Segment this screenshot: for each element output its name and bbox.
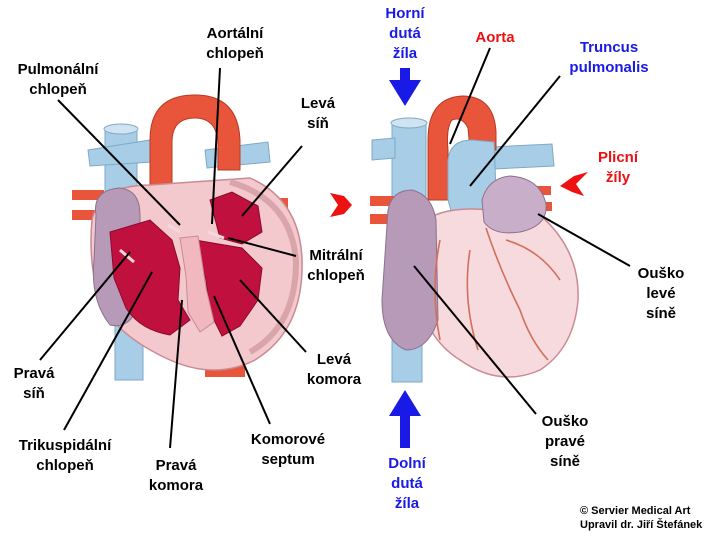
right-right-atrium — [381, 189, 439, 351]
label-aortalni-line2: chlopeň — [206, 45, 264, 62]
label-trikuspidalni-chlopen: Trikuspidální chlopeň — [4, 436, 126, 476]
label-mitralni-chlopen: Mitrální chlopeň — [296, 246, 376, 286]
leader-prava-sin — [39, 251, 131, 361]
right-pulmonary-vein-2 — [370, 214, 398, 224]
leader-aortalni — [211, 67, 221, 225]
arrow-svc-shaft — [400, 68, 410, 82]
flow-arrows — [330, 68, 588, 448]
leader-lines — [39, 47, 631, 449]
label-plicni-zily: Plicní žíly — [586, 148, 650, 188]
arrow-svc-head — [389, 80, 421, 106]
label-plicni-line1: Plicní — [597, 149, 638, 166]
label-ousko-prave-sine: Ouško pravé síně — [530, 412, 600, 472]
label-prava-sin: Pravá síň — [4, 364, 64, 404]
label-ousko-prave-line3: síně — [549, 453, 580, 470]
label-komorove-line2: septum — [261, 451, 315, 468]
leader-ousko-leve — [537, 213, 631, 267]
arrow-ivc-shaft — [400, 414, 410, 448]
leader-aorta — [449, 47, 491, 145]
label-pulmonalni-chlopen: Pulmonální chlopeň — [4, 60, 112, 100]
arrow-left-pulm-veins — [330, 193, 352, 217]
right-svc-opening — [390, 117, 428, 129]
right-ventricles-body — [419, 208, 579, 378]
label-aortalni-chlopen: Aortální chlopeň — [190, 24, 280, 64]
label-truncus-line2: pulmonalis — [569, 59, 649, 76]
label-aorta: Aorta — [475, 29, 515, 46]
label-ousko-leve-sine: Ouško levé síně — [626, 264, 696, 324]
arrow-ivc-head — [389, 390, 421, 416]
label-leva-komora-line2: komora — [306, 371, 362, 388]
label-dolni-line2: dutá — [391, 475, 423, 492]
label-leva-komora: Levá komora — [296, 350, 372, 390]
label-trikuspidalni-line1: Trikuspidální — [18, 437, 112, 454]
arrow-right-pulm-veins — [560, 172, 588, 196]
leader-trikuspidalni — [63, 271, 153, 431]
label-mitralni-line2: chlopeň — [307, 267, 365, 284]
label-mitralni-line1: Mitrální — [309, 247, 363, 264]
label-prava-komora: Pravá komora — [136, 456, 216, 496]
label-komorove-septum: Komorové septum — [238, 430, 338, 470]
label-aortalni-line1: Aortální — [206, 25, 264, 42]
label-leva-sin: Levá síň — [288, 94, 348, 134]
right-pulmonary-vein-3 — [535, 186, 551, 195]
label-plicni-line2: žíly — [605, 169, 631, 186]
left-septum — [179, 235, 215, 333]
leader-pulmonalni — [57, 99, 181, 226]
label-horni-duta-zila: Horní dutá žíla — [370, 4, 440, 64]
leader-truncus — [469, 75, 561, 187]
label-leva-komora-line1: Levá — [316, 351, 352, 368]
label-ousko-leve-line2: levé — [646, 285, 676, 302]
credit-line2: Upravil dr. Jiří Štefánek — [580, 519, 703, 531]
right-left-auricle — [481, 175, 547, 234]
label-horni-line2: dutá — [389, 25, 421, 42]
leader-leva-sin — [241, 145, 303, 217]
label-prava-komora-line2: komora — [148, 477, 204, 494]
leader-komorove — [213, 295, 271, 425]
left-pulmonary-vein-1 — [72, 190, 104, 200]
label-ousko-prave-line1: Ouško — [541, 413, 589, 430]
label-trikuspidalni-line2: chlopeň — [36, 457, 94, 474]
label-komorove-line1: Komorové — [250, 431, 326, 448]
right-pulmonary-vein-1 — [370, 196, 398, 206]
left-pericardium — [229, 179, 300, 355]
label-pulmonalni-line1: Pulmonální — [17, 61, 99, 78]
credits: © Servier Medical Art Upravil dr. Jiří Š… — [580, 504, 702, 532]
label-prava-sin-line1: Pravá — [13, 365, 55, 382]
left-svc-opening — [103, 123, 139, 135]
label-ousko-leve-line1: Ouško — [637, 265, 685, 282]
label-horni-line3: žíla — [392, 45, 418, 62]
label-dolni-line3: žíla — [394, 495, 420, 512]
label-ousko-leve-line3: síně — [645, 305, 676, 322]
leader-ousko-prave — [413, 265, 537, 415]
label-pulmonalni-line2: chlopeň — [29, 81, 87, 98]
label-horni-line1: Horní — [385, 5, 425, 22]
left-pulmonary-vein-2 — [72, 210, 104, 220]
label-prava-sin-line2: síň — [23, 385, 45, 402]
label-truncus-pulmonalis: Truncus pulmonalis — [554, 38, 664, 78]
leader-leva-komora — [239, 279, 307, 353]
label-leva-sin-line2: síň — [307, 115, 329, 132]
label-dolni-duta-zila: Dolní dutá žíla — [372, 454, 442, 514]
right-pulmonary-branch-left — [371, 137, 396, 161]
label-dolni-line1: Dolní — [388, 455, 426, 472]
label-prava-komora-line1: Pravá — [155, 457, 197, 474]
credit-line1: © Servier Medical Art — [580, 505, 691, 517]
label-truncus-line1: Truncus — [579, 39, 639, 56]
left-heart-section — [72, 94, 303, 381]
label-ousko-prave-line2: pravé — [544, 433, 586, 450]
label-leva-sin-line1: Levá — [300, 95, 336, 112]
leader-mitralni — [227, 237, 297, 257]
leader-prava-komora — [169, 299, 183, 449]
